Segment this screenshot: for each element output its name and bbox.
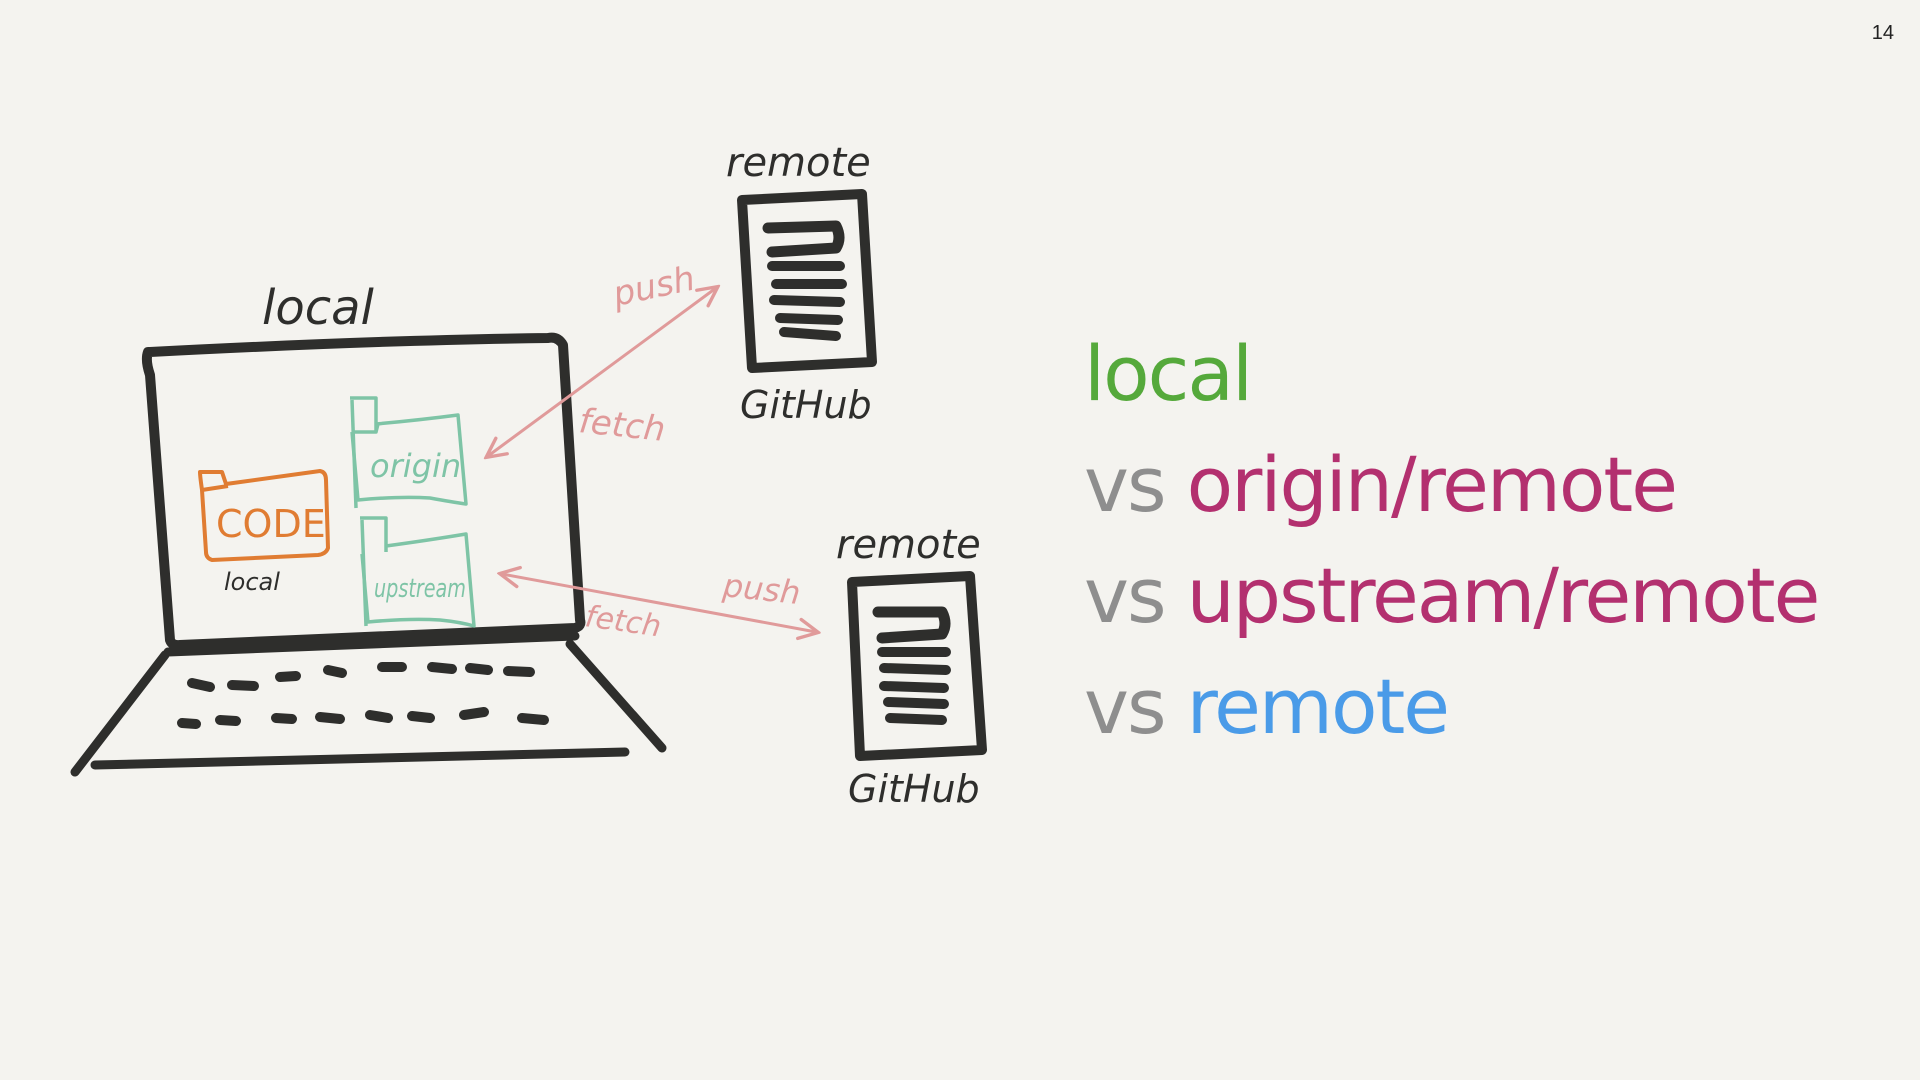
comparison-term-origin-remote: origin/remote [1186,440,1678,529]
laptop-label: local [262,280,375,336]
upstream-flag-icon [360,516,476,628]
origin-flag-label: origin [370,447,461,485]
laptop-base [70,639,667,777]
origin-flag-icon [350,396,468,509]
comparison-line-local: local [1084,318,1818,429]
slide-number: 14 [1871,22,1894,44]
remote-bottom-label: remote [836,522,981,568]
comparison-term-local: local [1084,329,1253,418]
comparison-vs: vs [1084,551,1167,640]
arrow-top-fetch-label: fetch [577,401,667,450]
arrow-top-push-label: push [609,259,699,315]
code-folder-icon [198,469,330,562]
remote-bottom-document-icon [847,571,987,761]
arrow-bottom-fetch-label: fetch [583,599,663,644]
comparison-term-upstream-remote: upstream/remote [1186,551,1821,640]
upstream-flag-label: upstream [374,574,466,604]
laptop-keys [177,662,549,729]
remote-top-service: GitHub [740,383,872,427]
comparison-vs: vs [1084,662,1167,751]
remote-bottom-service: GitHub [848,767,980,811]
remote-top-document-icon [737,189,877,373]
laptop-icon [70,332,667,777]
code-folder-sublabel: local [224,568,280,596]
arrow-origin-remote-top [488,288,716,456]
comparison-vs: vs [1084,440,1167,529]
arrow-bottom-push-label: push [720,566,802,612]
arrow-upstream-remote-bottom [502,574,816,632]
comparison-term-remote: remote [1186,662,1450,751]
code-folder-label: CODE [216,502,326,546]
remote-top-label: remote [726,140,871,186]
